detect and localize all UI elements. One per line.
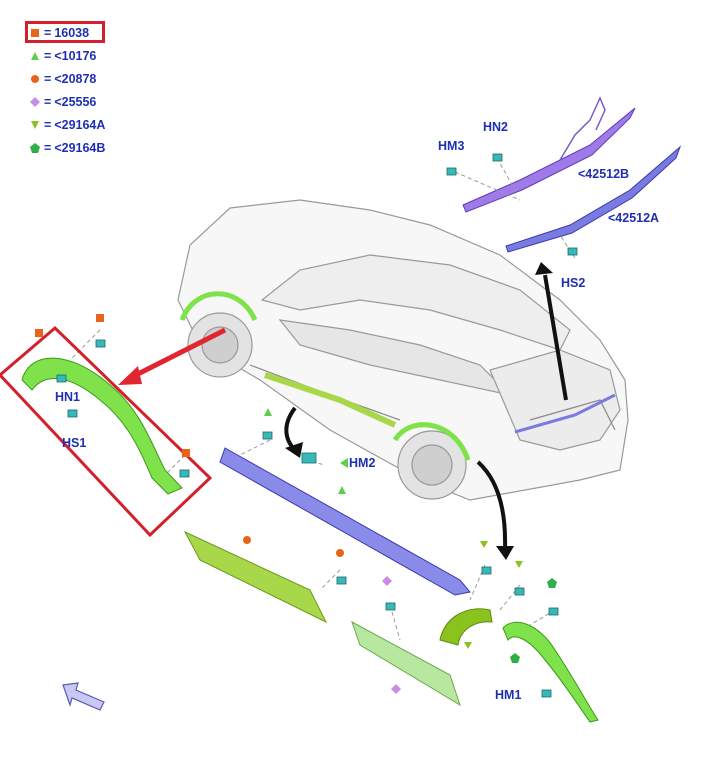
legend-code[interactable]: <25556 bbox=[54, 95, 97, 109]
black-arrow-curve-head bbox=[285, 442, 303, 458]
callout-42512a[interactable]: <42512A bbox=[608, 211, 660, 225]
callout-hm2[interactable]: HM2 bbox=[349, 456, 376, 470]
legend-code[interactable]: 16038 bbox=[54, 26, 90, 40]
diamond-symbol-icon bbox=[30, 97, 40, 107]
black-arrow-up bbox=[543, 274, 568, 401]
black-arrow-down bbox=[476, 460, 508, 549]
legend-item-29164b: =<29164B bbox=[30, 140, 105, 156]
legend-item-25556: =<25556 bbox=[30, 94, 96, 110]
legend-equals: = bbox=[44, 95, 52, 109]
vehicle-tailgate-strip bbox=[514, 393, 616, 434]
black-arrow-down-head bbox=[496, 546, 514, 560]
lower-door-molding bbox=[183, 530, 328, 624]
wheel-arch-rear bbox=[502, 621, 599, 723]
black-arrow-curve bbox=[284, 406, 297, 452]
circle-symbol-icon bbox=[31, 75, 39, 83]
pentagon-symbol-icon bbox=[30, 143, 40, 153]
square-symbol-icon bbox=[31, 29, 39, 37]
callout-hn1[interactable]: HN1 bbox=[55, 390, 81, 404]
legend-equals: = bbox=[44, 26, 52, 40]
legend-code[interactable]: <29164B bbox=[54, 141, 106, 155]
legend-code[interactable]: <20878 bbox=[54, 72, 97, 86]
view-direction-arrow-icon bbox=[62, 682, 105, 711]
callout-42512b[interactable]: <42512B bbox=[578, 167, 630, 181]
black-arrow-up-head bbox=[535, 262, 553, 275]
legend-item-10176: =<10176 bbox=[30, 48, 96, 64]
legend-equals: = bbox=[44, 72, 52, 86]
wiring-harness bbox=[559, 96, 606, 161]
vehicle-highlight-parts bbox=[179, 291, 471, 461]
legend-equals: = bbox=[44, 49, 52, 63]
legend: =16038=<10176=<20878=<25556=<29164A=<291… bbox=[0, 0, 160, 170]
highlight-frame-16038 bbox=[0, 325, 213, 538]
legend-item-29164a: =<29164A bbox=[30, 117, 105, 133]
callout-hm3[interactable]: HM3 bbox=[438, 139, 465, 153]
callout-hs1[interactable]: HS1 bbox=[62, 436, 87, 450]
legend-code[interactable]: <10176 bbox=[54, 49, 97, 63]
leader-lines bbox=[69, 157, 576, 641]
legend-item-20878: =<20878 bbox=[30, 71, 96, 87]
rear-arch-extension bbox=[439, 608, 493, 646]
red-pointer-arrow-head bbox=[118, 366, 142, 385]
molding-42512a bbox=[505, 145, 682, 253]
legend-equals: = bbox=[44, 141, 52, 155]
vehicle-illustration bbox=[177, 199, 629, 501]
rear-door-molding bbox=[351, 620, 461, 707]
wheel-arch-front bbox=[21, 357, 183, 495]
legend-highlight-frame bbox=[25, 21, 105, 43]
legend-equals: = bbox=[44, 118, 52, 132]
triangle-down-symbol-icon bbox=[31, 121, 39, 129]
callout-hm1[interactable]: HM1 bbox=[495, 688, 522, 702]
triangle-up-symbol-icon bbox=[31, 52, 39, 60]
fasteners bbox=[56, 153, 578, 698]
rocker-molding bbox=[219, 447, 471, 596]
callout-hn2[interactable]: HN2 bbox=[483, 120, 509, 134]
part-symbols bbox=[35, 314, 557, 694]
red-pointer-arrow bbox=[128, 327, 227, 381]
callout-hs2[interactable]: HS2 bbox=[561, 276, 586, 290]
legend-item-16038: =16038 bbox=[30, 25, 89, 41]
molding-42512b bbox=[462, 107, 636, 213]
legend-code[interactable]: <29164A bbox=[54, 118, 106, 132]
